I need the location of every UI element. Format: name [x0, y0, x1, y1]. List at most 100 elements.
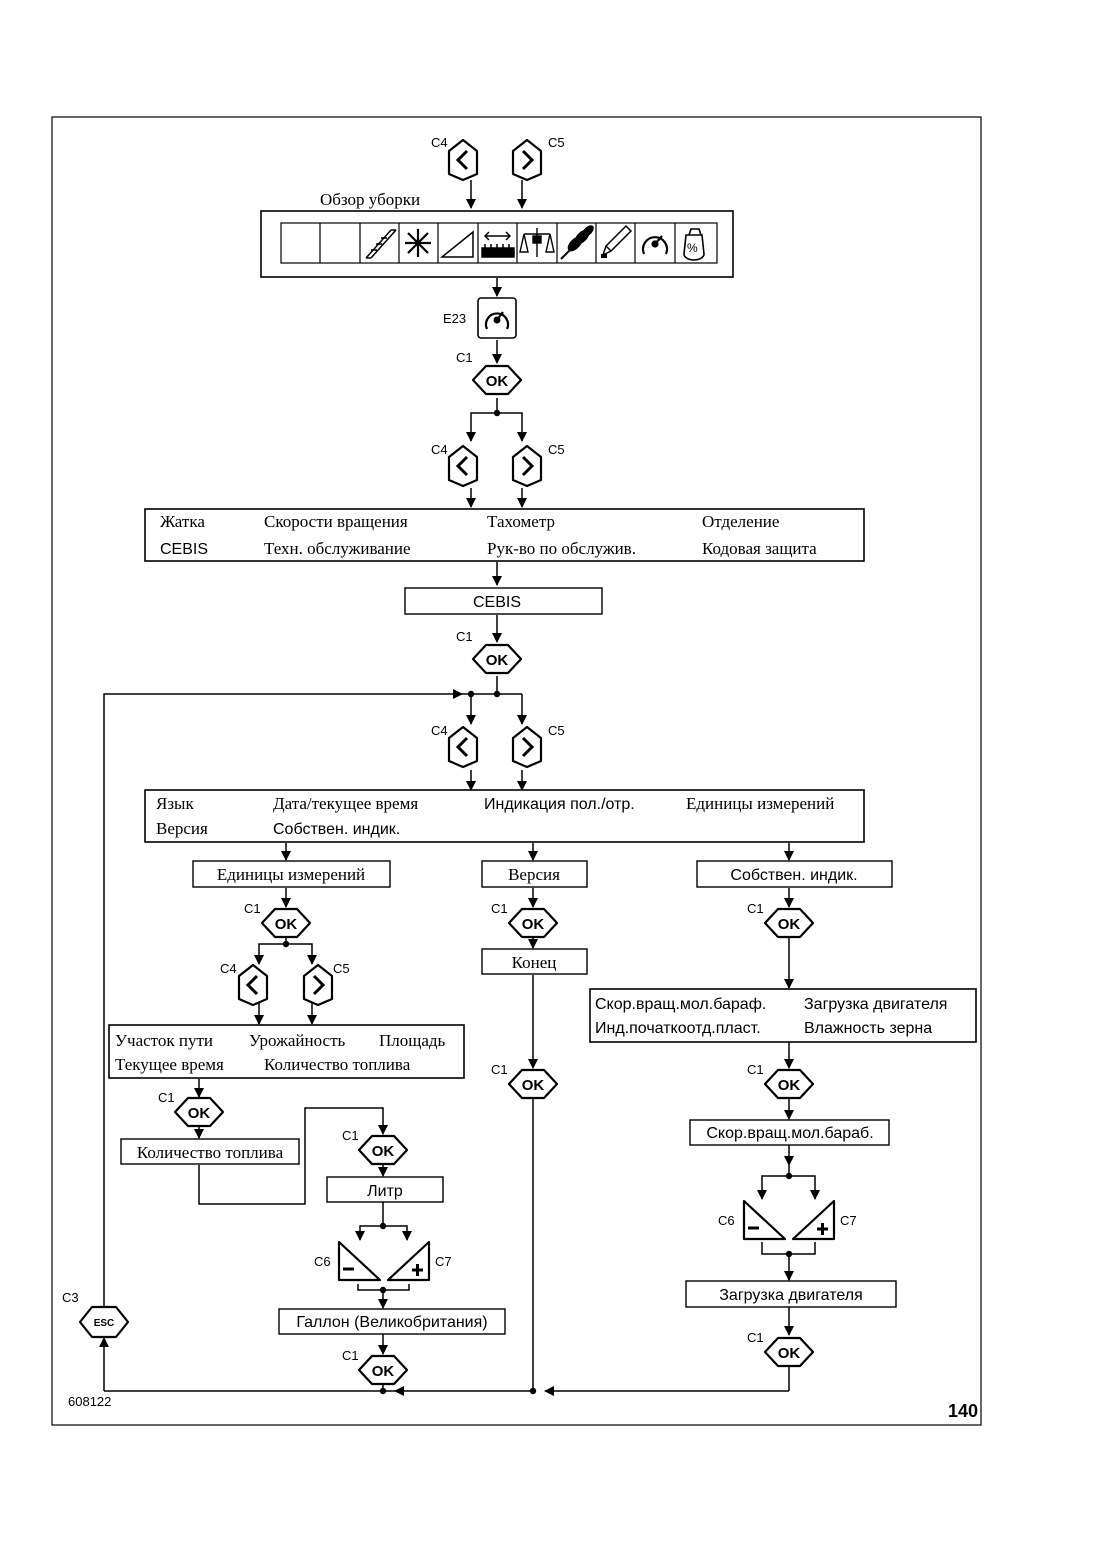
- menu-item-pos-neg-display[interactable]: Индикация пол./отр.: [484, 796, 635, 813]
- c1-ok-key[interactable]: OK: [357, 1354, 409, 1386]
- svg-text:OK: OK: [778, 1077, 801, 1094]
- overview-title: Обзор уборки: [320, 190, 420, 209]
- c5-right-key[interactable]: [511, 725, 543, 769]
- svg-text:Количество топлива: Количество топлива: [137, 1143, 284, 1162]
- gauge-icon[interactable]: [641, 235, 669, 255]
- grain-icon[interactable]: [560, 225, 594, 260]
- svg-text:Галлон (Великобритания): Галлон (Великобритания): [296, 1314, 487, 1331]
- svg-text:OK: OK: [778, 916, 801, 933]
- c3-esc-key[interactable]: ESC: [78, 1305, 130, 1339]
- c1-label: C1: [342, 1348, 359, 1363]
- rotor-speed-icon[interactable]: [405, 229, 431, 257]
- c4-left-key[interactable]: [447, 725, 479, 769]
- c5-right-key[interactable]: [511, 138, 543, 182]
- menu-item-separation[interactable]: Отделение: [702, 512, 779, 531]
- svg-text:%: %: [687, 241, 698, 255]
- c5-label: C5: [333, 961, 350, 976]
- own-display-box: Собствен. индик.: [696, 860, 893, 888]
- menu-item-area[interactable]: Площадь: [379, 1031, 446, 1050]
- c1-label: C1: [747, 1330, 764, 1345]
- end-box: Конец: [481, 948, 588, 975]
- slope-icon[interactable]: [439, 230, 474, 258]
- c1-label: C1: [456, 350, 473, 365]
- c6-minus-key[interactable]: [742, 1199, 787, 1241]
- percent-icon[interactable]: %: [683, 228, 705, 261]
- c1-label: C1: [456, 629, 473, 644]
- menu-item-cebis[interactable]: CEBIS: [160, 541, 208, 558]
- menu-item-yield[interactable]: Урожайность: [249, 1031, 346, 1050]
- svg-text:OK: OK: [372, 1143, 395, 1160]
- c5-right-key[interactable]: [302, 963, 334, 1007]
- e23-key[interactable]: [477, 297, 517, 339]
- width-measure-icon[interactable]: [481, 231, 515, 258]
- pencil-icon[interactable]: [601, 224, 633, 258]
- menu-item-version[interactable]: Версия: [156, 819, 208, 838]
- scale-icon[interactable]: [519, 228, 555, 257]
- c7-label: C7: [435, 1254, 452, 1269]
- c1-ok-key[interactable]: OK: [471, 643, 523, 675]
- menu-item-service-guide[interactable]: Рук-во по обслужив.: [487, 539, 636, 558]
- menu-item-language[interactable]: Язык: [156, 794, 194, 813]
- c1-ok-key[interactable]: OK: [763, 1068, 815, 1100]
- menu-item-date-time[interactable]: Дата/текущее время: [273, 794, 418, 813]
- svg-text:OK: OK: [778, 1345, 801, 1362]
- units-box: Единицы измерений: [192, 860, 391, 888]
- svg-text:Собствен. индик.: Собствен. индик.: [730, 867, 857, 884]
- menu-item-tachometer[interactable]: Тахометр: [487, 512, 555, 531]
- menu-item-fuel[interactable]: Количество топлива: [264, 1055, 411, 1074]
- menu-item-engine-load[interactable]: Загрузка двигателя: [804, 996, 947, 1013]
- c7-plus-key[interactable]: [791, 1199, 836, 1241]
- c1-ok-key[interactable]: OK: [260, 907, 312, 939]
- liter-box: Литр: [326, 1176, 444, 1203]
- c1-ok-key[interactable]: OK: [763, 1336, 815, 1368]
- c6-minus-key[interactable]: [337, 1240, 382, 1282]
- menu-item-corn-plates[interactable]: Инд.початкоотд.пласт.: [595, 1020, 761, 1037]
- c4-left-key[interactable]: [447, 138, 479, 182]
- menu-item-distance[interactable]: Участок пути: [115, 1031, 213, 1050]
- junction-dots: [282, 409, 793, 1395]
- page-frame: [51, 116, 982, 1426]
- c1-ok-key[interactable]: OK: [471, 364, 523, 396]
- c6-label: C6: [314, 1254, 331, 1269]
- menu-item-current-time[interactable]: Текущее время: [115, 1055, 224, 1074]
- svg-text:ESC: ESC: [94, 1318, 115, 1329]
- c1-ok-key[interactable]: OK: [763, 907, 815, 939]
- overview-toolbar: %: [260, 210, 734, 278]
- c4-left-key[interactable]: [237, 963, 269, 1007]
- menu-item-own-display[interactable]: Собствен. индик.: [273, 821, 400, 838]
- menu-item-maintenance[interactable]: Техн. обслуживание: [264, 539, 411, 558]
- header-icon[interactable]: [365, 229, 397, 259]
- page-number: 140: [948, 1401, 978, 1421]
- svg-text:OK: OK: [275, 916, 298, 933]
- menu-item-drum-speed[interactable]: Скор.вращ.мол.бараф.: [595, 996, 766, 1013]
- version-box: Версия: [481, 860, 588, 888]
- c5-label: C5: [548, 135, 565, 150]
- cebis-box: CEBIS: [404, 587, 603, 615]
- menu-item-speeds[interactable]: Скорости вращения: [264, 512, 408, 531]
- c4-label: C4: [431, 442, 448, 457]
- svg-text:Конец: Конец: [512, 953, 557, 972]
- c1-ok-key[interactable]: OK: [507, 1068, 559, 1100]
- c1-label: C1: [158, 1090, 175, 1105]
- c1-label: C1: [244, 901, 261, 916]
- menu-item-grain-moisture[interactable]: Влажность зерна: [804, 1020, 932, 1037]
- menu-item-header[interactable]: Жатка: [160, 512, 205, 531]
- c4-label: C4: [220, 961, 237, 976]
- svg-text:OK: OK: [522, 1077, 545, 1094]
- svg-text:Единицы измерений: Единицы измерений: [217, 865, 365, 884]
- svg-text:Литр: Литр: [367, 1183, 403, 1200]
- svg-text:Скор.вращ.мол.бараб.: Скор.вращ.мол.бараб.: [706, 1125, 873, 1142]
- menu-item-code-protection[interactable]: Кодовая защита: [702, 539, 817, 558]
- svg-text:CEBIS: CEBIS: [473, 594, 521, 611]
- c1-ok-key[interactable]: OK: [173, 1096, 225, 1128]
- c5-right-key[interactable]: [511, 444, 543, 488]
- svg-text:OK: OK: [486, 373, 509, 390]
- c1-ok-key[interactable]: OK: [357, 1134, 409, 1166]
- c4-left-key[interactable]: [447, 444, 479, 488]
- c7-plus-key[interactable]: [386, 1240, 431, 1282]
- menu-item-units[interactable]: Единицы измерений: [686, 794, 834, 813]
- svg-text:Загрузка двигателя: Загрузка двигателя: [719, 1287, 862, 1304]
- c1-ok-key[interactable]: OK: [507, 907, 559, 939]
- c1-label: C1: [747, 1062, 764, 1077]
